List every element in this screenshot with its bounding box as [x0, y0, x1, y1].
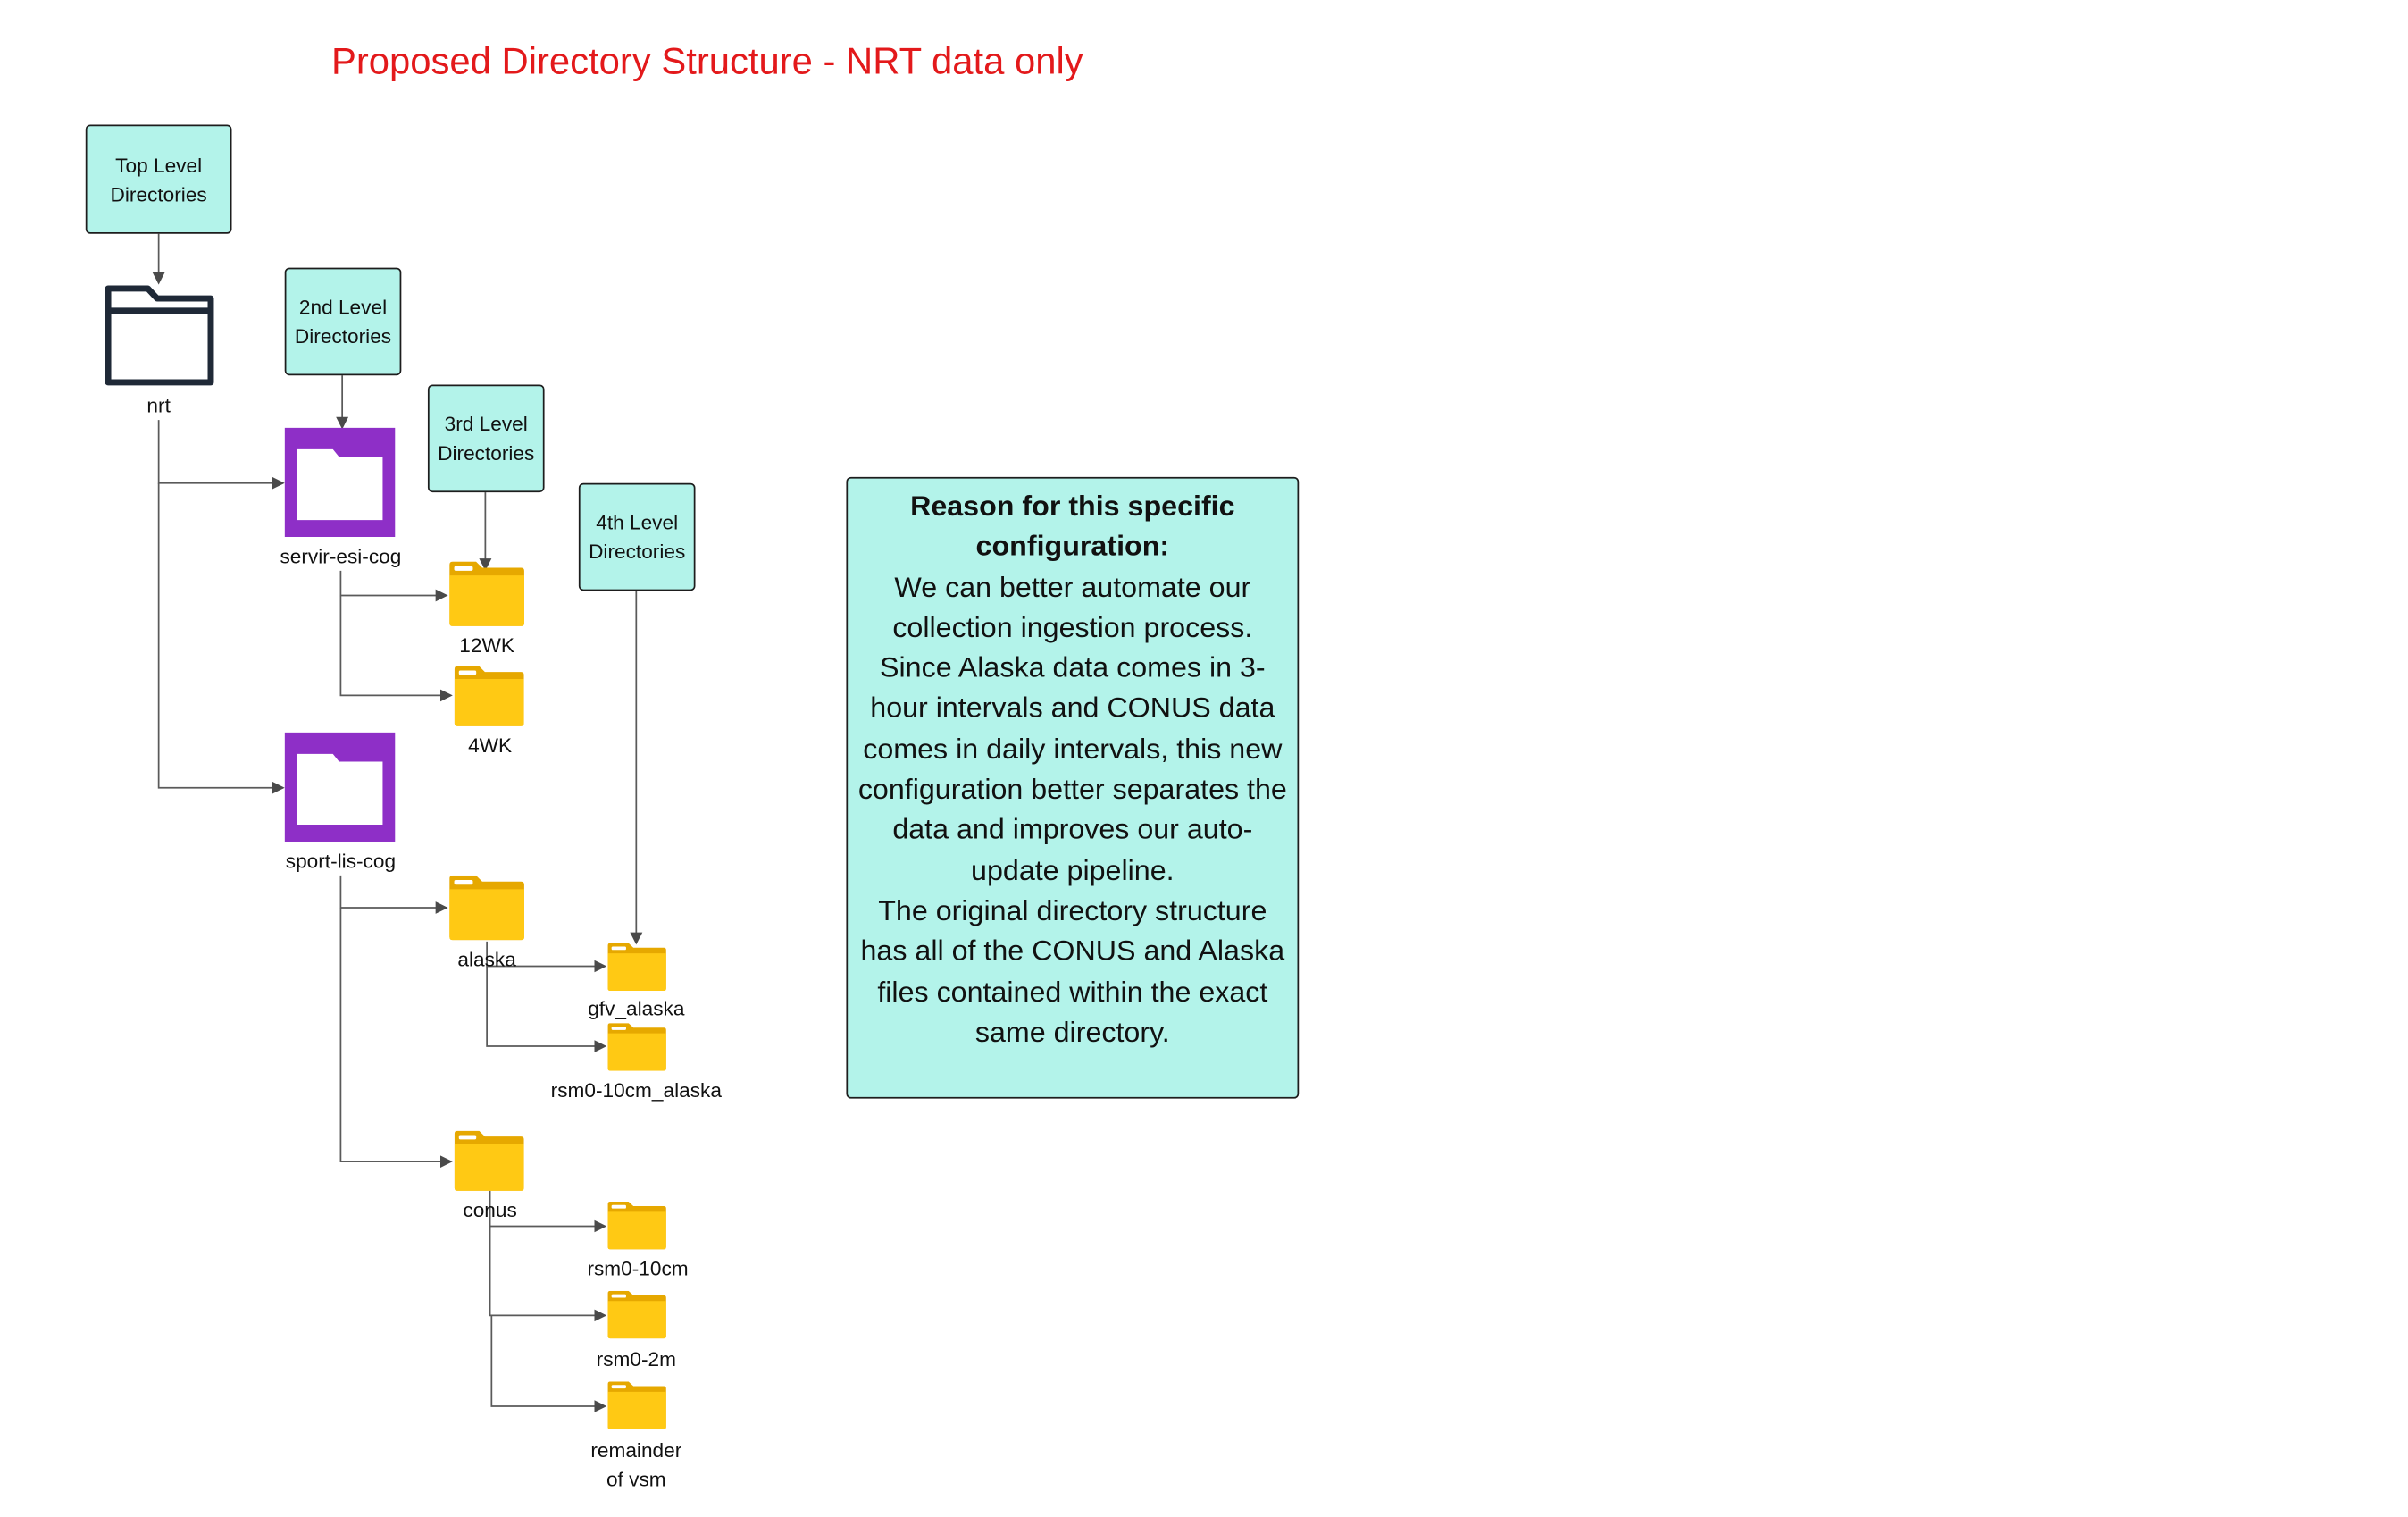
- folder-yellow-icon[interactable]: [606, 943, 667, 992]
- folder-yellow-icon[interactable]: [606, 1023, 667, 1071]
- folder-outline-icon[interactable]: [105, 285, 215, 387]
- folder-yellow-icon[interactable]: [448, 561, 526, 626]
- folder-label-12wk: 12WK: [459, 633, 514, 658]
- edge-nrt-servir: [157, 420, 285, 490]
- folder-yellow-icon[interactable]: [448, 875, 526, 941]
- folder-label-remainder: remainder of vsm: [590, 1438, 682, 1491]
- folder-label-alaska: alaska: [457, 947, 516, 971]
- edge-servir-4wk: [339, 595, 453, 702]
- folder-label-rsm-alaska: rsm0-10cm_alaska: [550, 1078, 722, 1102]
- edge-sport-alaska: [339, 875, 448, 914]
- folder-yellow-icon[interactable]: [606, 1201, 667, 1250]
- reason-heading: Reason for this specific configuration:: [910, 489, 1235, 563]
- folder-purple-icon[interactable]: [284, 732, 396, 842]
- folder-label-rsm2m: rsm0-2m: [596, 1347, 676, 1371]
- folder-label-servir: servir-esi-cog: [280, 544, 402, 568]
- folder-label-sport: sport-lis-cog: [285, 849, 397, 873]
- edge-sport-conus: [339, 908, 453, 1169]
- edge-conus-rsm2m: [489, 1226, 607, 1322]
- folder-label-4wk: 4WK: [468, 733, 513, 758]
- folder-yellow-icon[interactable]: [453, 1130, 526, 1191]
- folder-yellow-icon[interactable]: [453, 666, 526, 726]
- third-level-box: 3rd Level Directories: [427, 384, 545, 493]
- folder-label-nrt: nrt: [146, 393, 171, 417]
- edge-servir-12wk: [339, 570, 448, 602]
- fourth-level-box: 4th Level Directories: [578, 482, 696, 591]
- folder-yellow-icon[interactable]: [606, 1381, 667, 1429]
- folder-label-rsm10cm: rsm0-10cm: [587, 1256, 689, 1280]
- top-level-box: Top Level Directories: [85, 124, 232, 234]
- page-title: Proposed Directory Structure - NRT data …: [330, 41, 1083, 83]
- folder-label-conus: conus: [463, 1198, 517, 1222]
- reason-body: We can better automate our collection in…: [857, 570, 1287, 1048]
- edge-nrt-sport: [157, 482, 285, 794]
- folder-label-gfv-alaska: gfv_alaska: [588, 996, 685, 1020]
- folder-purple-icon[interactable]: [284, 427, 396, 538]
- reason-note: Reason for this specific configuration: …: [846, 476, 1300, 1099]
- edge-alaska-rsm: [486, 966, 607, 1052]
- folder-yellow-icon[interactable]: [606, 1290, 667, 1339]
- edge-conus-remainder: [490, 1315, 607, 1412]
- second-level-box: 2nd Level Directories: [284, 267, 402, 376]
